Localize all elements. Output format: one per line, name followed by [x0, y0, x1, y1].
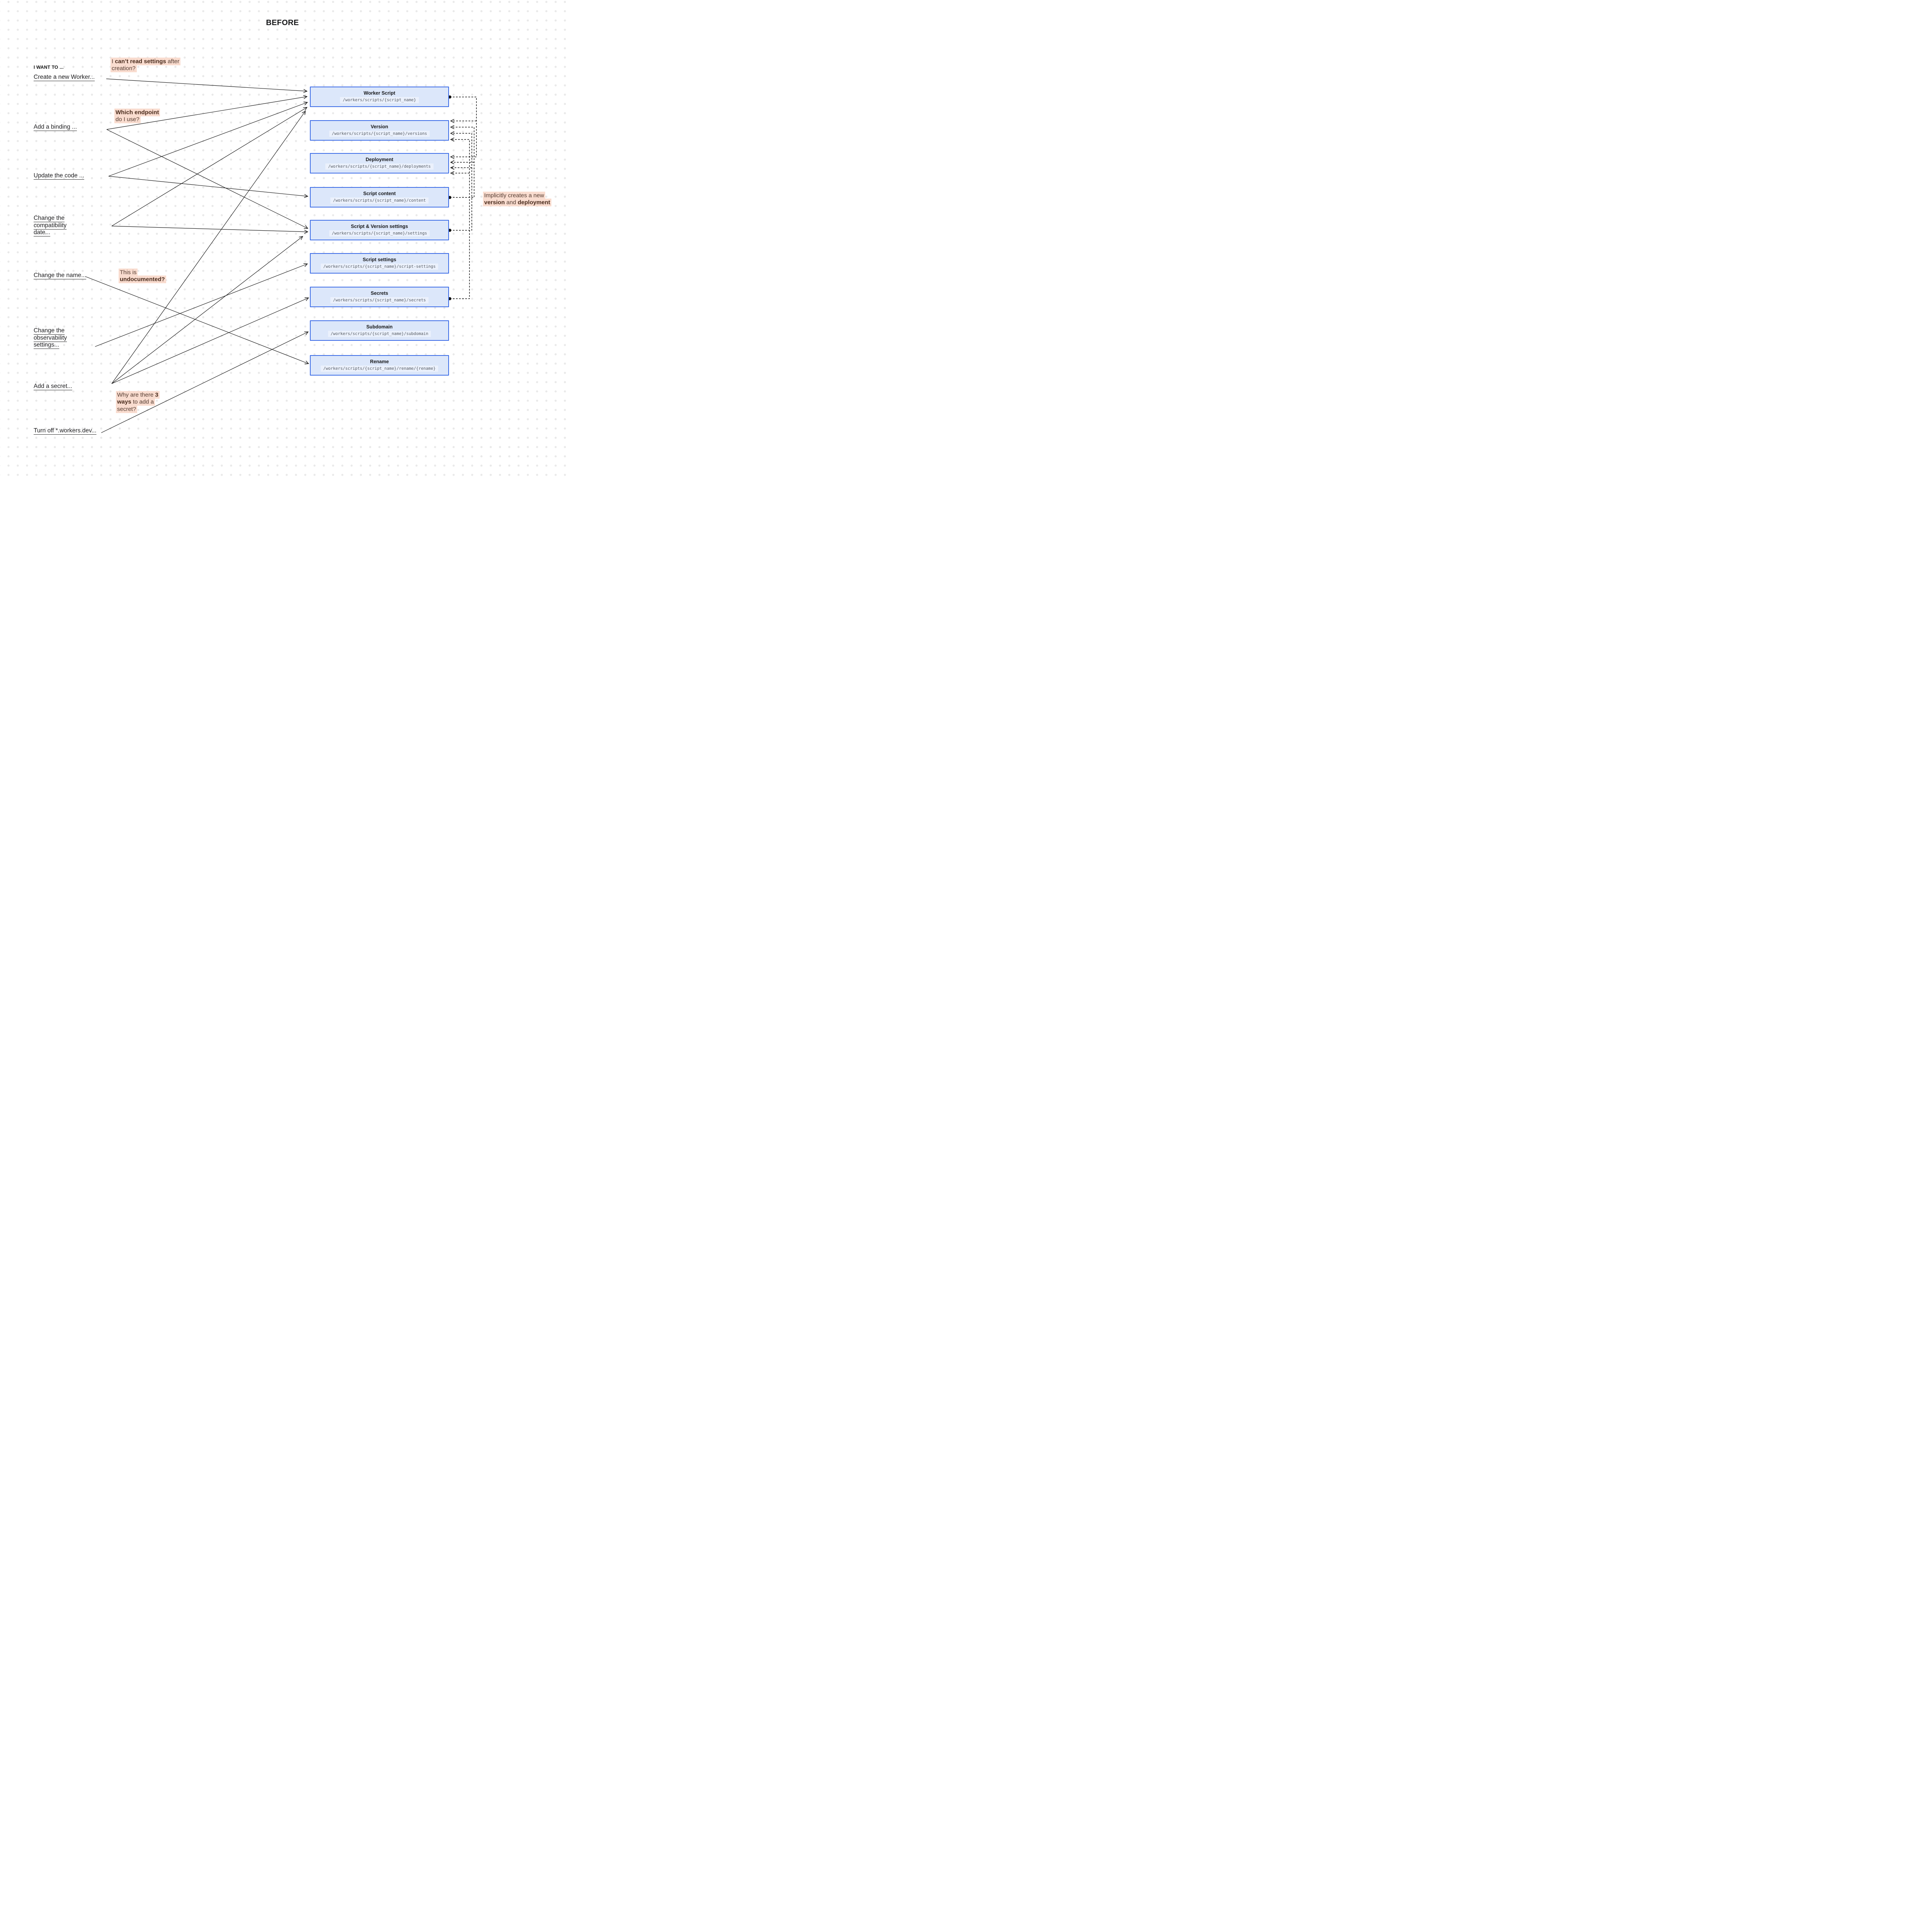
endpoint-title: Script content [363, 191, 396, 196]
diagram-title: BEFORE [266, 19, 299, 27]
endpoint-box-version: Version/workers/scripts/{script_name}/ve… [310, 120, 449, 141]
connector-dot-worker-script [448, 95, 451, 99]
solid-arrow-add-binding-to-worker-script [106, 97, 307, 130]
endpoint-box-script-settings: Script settings/workers/scripts/{script_… [310, 253, 449, 274]
endpoint-box-secrets: Secrets/workers/scripts/{script_name}/se… [310, 287, 449, 307]
endpoint-path: /workers/scripts/{script_name} [340, 97, 419, 103]
solid-arrow-turn-off-to-subdomain [101, 332, 308, 433]
solid-arrow-add-binding-to-script-version-settings [106, 129, 308, 228]
task-link-add-binding[interactable]: Add a binding ... [34, 124, 77, 130]
endpoint-box-script-content: Script content/workers/scripts/{script_n… [310, 187, 449, 207]
solid-arrow-change-name-to-rename [85, 276, 308, 364]
endpoint-box-worker-script: Worker Script/workers/scripts/{script_na… [310, 87, 449, 107]
endpoint-title: Rename [370, 359, 389, 364]
task-link-observability[interactable]: Change the observability settings... [34, 327, 67, 348]
endpoint-title: Script settings [362, 257, 396, 262]
arrows-layer [85, 78, 477, 433]
task-link-update-code[interactable]: Update the code ... [34, 172, 84, 179]
endpoint-path: /workers/scripts/{script_name}/settings [329, 230, 430, 236]
connector-dot-script-content [448, 196, 451, 199]
endpoint-path: /workers/scripts/{script_name}/versions [329, 131, 430, 137]
endpoint-title: Script & Version settings [351, 224, 408, 229]
task-link-add-secret[interactable]: Add a secret... [34, 383, 72, 389]
endpoint-title: Deployment [366, 157, 393, 162]
endpoint-path: /workers/scripts/{script_name}/content [330, 197, 429, 204]
task-link-change-name[interactable]: Change the name... [34, 272, 87, 279]
solid-arrow-update-code-to-worker-script [108, 102, 307, 177]
endpoint-path: /workers/scripts/{script_name}/script-se… [320, 264, 439, 270]
solid-arrow-observability-to-script-settings [95, 264, 307, 347]
endpoint-title: Subdomain [366, 324, 393, 330]
endpoint-title: Version [371, 124, 388, 129]
dot-grid-background [0, 0, 569, 477]
dashed-link-script-version-settings [450, 133, 472, 231]
dashed-link-worker-script [450, 97, 477, 157]
endpoint-title: Worker Script [364, 90, 395, 96]
endpoint-path: /workers/scripts/{script_name}/subdomain [328, 331, 431, 337]
solid-arrow-create-worker-to-worker-script [106, 78, 307, 91]
solid-arrow-add-secret-to-worker-script [111, 111, 305, 384]
solid-arrow-add-secret-to-script-version-settings [111, 236, 303, 384]
solid-arrow-compat-date-to-worker-script [111, 107, 307, 226]
endpoint-path: /workers/scripts/{script_name}/deploymen… [325, 163, 434, 170]
endpoint-box-subdomain: Subdomain/workers/scripts/{script_name}/… [310, 320, 449, 341]
dashed-link-secrets [450, 139, 470, 299]
task-link-compat-date[interactable]: Change the compatibility date... [34, 215, 67, 236]
connector-dot-script-version-settings [448, 229, 451, 232]
solid-arrow-update-code-to-script-content [108, 176, 308, 196]
endpoint-path: /workers/scripts/{script_name}/secrets [330, 297, 429, 303]
solid-arrow-compat-date-to-script-version-settings [111, 226, 308, 232]
i-want-to-heading: I WANT TO ... [34, 65, 64, 70]
endpoint-path: /workers/scripts/{script_name}/rename/{r… [320, 366, 439, 372]
endpoint-title: Secrets [371, 291, 388, 296]
task-link-create-worker[interactable]: Create a new Worker... [34, 74, 95, 80]
endpoint-box-rename: Rename/workers/scripts/{script_name}/ren… [310, 355, 449, 376]
task-link-turn-off[interactable]: Turn off *.workers.dev... [34, 427, 97, 434]
endpoint-box-script-version-settings: Script & Version settings/workers/script… [310, 220, 449, 240]
connector-dot-secrets [448, 297, 451, 300]
endpoint-box-deployment: Deployment/workers/scripts/{script_name}… [310, 153, 449, 173]
solid-arrow-add-secret-to-secrets [111, 298, 308, 384]
